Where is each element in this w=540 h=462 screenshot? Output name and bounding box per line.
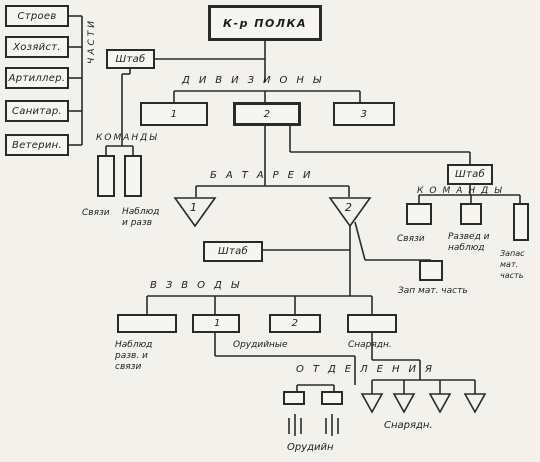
regiment-commander-box: К-р ПОЛКА [208, 5, 322, 41]
unit-box-medical: Санитар. [5, 100, 69, 122]
division-box-2: 2 [233, 102, 301, 126]
command-caption-observation: Наблюд и разв [122, 207, 160, 228]
platoon-caption-ammo: Снарядн. [348, 340, 392, 350]
units-label: ЧАСТИ [87, 18, 97, 64]
gun-section-box-2 [321, 391, 343, 405]
battery-spare-caption: Зап мат. часть [398, 286, 468, 296]
division-command-caption-recon: Развед и наблюд [448, 232, 490, 253]
divisions-label: ДИВИЗИОНЫ [182, 75, 331, 86]
sections-label: ОТДЕЛЕНИЯ [296, 364, 441, 375]
unit-box-veterinary: Ветерин. [5, 134, 69, 156]
platoon-box-ammo [347, 314, 397, 333]
division-box-1: 1 [140, 102, 208, 126]
platoon-box-observation [117, 314, 177, 333]
battery-staff-box: Штаб [203, 241, 263, 262]
division-staff-box: Штаб [447, 164, 493, 185]
sections-caption-ammo: Снарядн. [384, 420, 433, 431]
division-commands-label: КОМАНДЫ [417, 186, 508, 196]
battery-number-1: 1 [190, 201, 197, 214]
platoons-label: ВЗВОДЫ [150, 280, 248, 291]
regiment-commands-label: КОМАНДЫ [96, 133, 159, 143]
division-command-caption-signals: Связи [397, 234, 425, 244]
unit-box-artillery: Артиллер. [5, 67, 69, 89]
division-command-caption-spare: Запас мат. часть [500, 249, 525, 280]
division-command-box-signals [406, 203, 432, 225]
command-box-observation [124, 155, 142, 197]
platoon-caption-guns: Орудийные [233, 340, 288, 350]
platoon-box-1: 1 [192, 314, 240, 333]
platoon-caption-observation: Наблюд разв. и связи [115, 340, 153, 372]
battery-spare-box [419, 260, 443, 281]
division-command-box-spare [513, 203, 529, 241]
gun-section-box-1 [283, 391, 305, 405]
division-command-box-recon [460, 203, 482, 225]
regiment-staff-box: Штаб [106, 49, 155, 69]
batteries-label: БАТАРЕИ [210, 170, 320, 181]
unit-box-supply: Хозяйст. [5, 36, 69, 58]
unit-box-drill: Строев [5, 5, 69, 27]
platoon-box-2: 2 [269, 314, 321, 333]
command-caption-signals: Связи [82, 208, 110, 218]
battery-number-2: 2 [345, 201, 352, 214]
command-box-signals [97, 155, 115, 197]
sections-caption-guns: Орудийн [287, 442, 334, 453]
division-box-3: 3 [333, 102, 395, 126]
